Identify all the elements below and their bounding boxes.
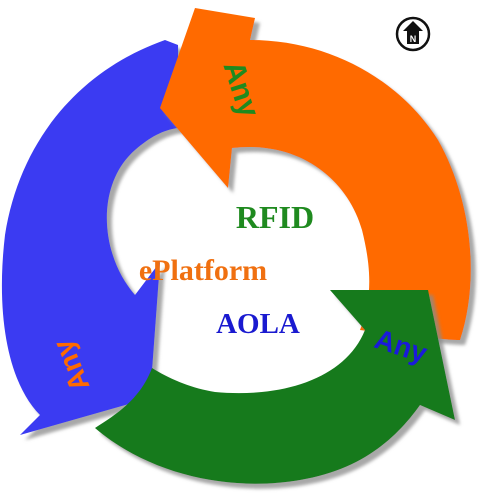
center-label-aola: AOLA: [216, 308, 300, 340]
cycle-arrow-blue: [1, 40, 178, 435]
cycle-arrow-orange: [160, 8, 471, 340]
north-letter: N: [410, 34, 417, 44]
center-label-rfid: RFID: [236, 199, 314, 235]
center-label-eplatform: ePlatform: [139, 254, 267, 287]
north-arrow-icon: N: [395, 16, 431, 52]
cycle-arrow-green: [95, 290, 455, 484]
